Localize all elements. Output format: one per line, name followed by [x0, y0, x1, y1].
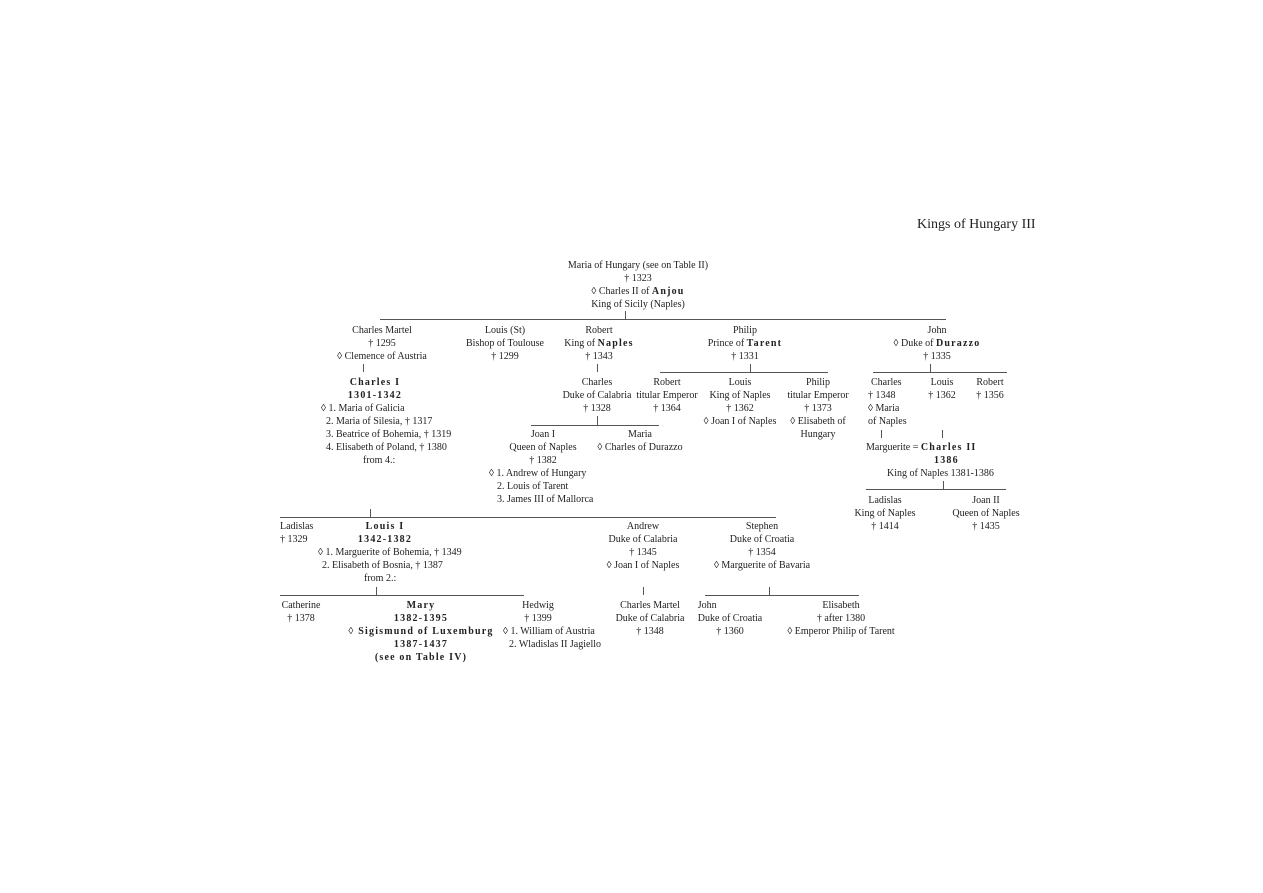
node-catherine: Catherine † 1378	[281, 600, 321, 624]
node-joan-i: Joan I Queen of Naples † 1382	[509, 429, 577, 466]
node-robert-durazzo: Robert † 1356	[976, 377, 1004, 401]
node-louis-i-marriages: ◊ 1. Marguerite of Bohemia, † 1349 2. El…	[318, 547, 462, 584]
node-john-durazzo: John ◊ Duke of Durazzo † 1335	[893, 325, 981, 362]
root-spouse-title: King of Sicily (Naples)	[591, 299, 685, 310]
node-john-croatia: John Duke of Croatia † 1360	[697, 600, 763, 637]
node-charles-martel-1348: Charles Martel Duke of Calabria † 1348	[615, 600, 685, 637]
node-robert-naples: Robert King of Naples † 1343	[564, 325, 634, 362]
root-death: † 1323	[624, 273, 652, 284]
node-charles-calabria: Charles Duke of Calabria † 1328	[562, 377, 632, 414]
node-charles-martel: Charles Martel † 1295 ◊ Clemence of Aust…	[337, 325, 427, 362]
node-charles-i-marriages: ◊ 1. Maria of Galicia 2. Maria of Silesi…	[321, 403, 452, 466]
node-andrew-calabria: Andrew Duke of Calabria † 1345 ◊ Joan I …	[606, 521, 680, 571]
root-name: Maria of Hungary (see on Table II)	[567, 260, 709, 271]
node-elisabeth: Elisabeth † after 1380 ◊ Emperor Philip …	[787, 600, 895, 637]
node-louis-st: Louis (St) Bishop of Toulouse † 1299	[465, 325, 545, 362]
node-mary: Mary 1382-1395 ◊ Sigismund of Luxemburg …	[348, 600, 494, 663]
node-robert-titular: Robert titular Emperor † 1364	[636, 377, 698, 414]
node-charles-durazzo: Charles † 1348 ◊ Maria of Naples	[868, 377, 907, 427]
node-hedwig-head: Hedwig † 1399	[522, 600, 554, 624]
root-spouse: ◊ Charles II of Anjou	[591, 286, 685, 297]
node-stephen-croatia: Stephen Duke of Croatia † 1354 ◊ Marguer…	[713, 521, 811, 571]
node-hedwig-marriages: ◊ 1. William of Austria 2. Wladislas II …	[503, 626, 602, 650]
node-louis-durazzo: Louis † 1362	[928, 377, 956, 401]
node-joan-ii: Joan II Queen of Naples † 1435	[952, 495, 1020, 532]
node-joan-i-marriages: ◊ 1. Andrew of Hungary 2. Louis of Taren…	[489, 468, 594, 505]
node-louis-i-head: Louis I 1342-1382	[357, 521, 413, 545]
node-charles-ii: Marguerite = Charles II 1386 King of Nap…	[866, 442, 994, 479]
page-title: Kings of Hungary III	[917, 217, 1036, 232]
node-maria-of-hungary: Maria of Hungary (see on Table II) † 132…	[568, 259, 708, 311]
node-maria-durazzo: Maria ◊ Charles of Durazzo	[597, 429, 683, 453]
node-louis-naples: Louis King of Naples † 1362 ◊ Joan I of …	[703, 377, 777, 427]
node-philip-tarent: Philip Prince of Tarent † 1331	[707, 325, 783, 362]
node-ladislas-1329: Ladislas † 1329	[280, 521, 314, 545]
node-charles-i-head: Charles I 1301-1342	[347, 377, 403, 401]
node-ladislas-naples: Ladislas King of Naples † 1414	[854, 495, 916, 532]
node-philip-titular: Philip titular Emperor † 1373 ◊ Elisabet…	[787, 377, 849, 440]
